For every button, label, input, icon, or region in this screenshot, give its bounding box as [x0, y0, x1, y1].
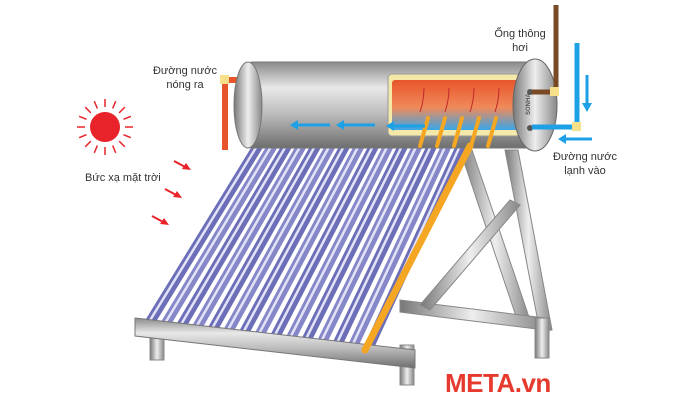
vent-pipe-label: Ống thông hơi	[485, 27, 555, 55]
sun-ray	[118, 106, 126, 114]
sun-ray	[123, 115, 132, 121]
sun-ray	[93, 100, 99, 109]
vacuum-tube-highlight	[349, 145, 447, 350]
tank-flow-arrows	[290, 120, 425, 131]
vacuum-tube-highlight	[163, 145, 273, 325]
sun-ray	[123, 133, 132, 139]
vacuum-tube-highlight	[256, 145, 360, 338]
solar-radiation-label: Bức xạ mặt trời	[85, 172, 161, 184]
hot-water-out-label-line2: nóng ra	[166, 79, 204, 91]
meta-vn-logo: META.vn	[445, 368, 551, 398]
vacuum-tube-highlight	[240, 145, 346, 336]
vent-pipe-label-line1: Ống thông	[494, 28, 546, 40]
storage-tank: SONHA	[233, 58, 558, 152]
sun-ray	[93, 145, 99, 154]
sun-ray	[78, 133, 87, 139]
cold-water-in-label: Đường nước lạnh vào	[545, 150, 625, 178]
sun-ray	[84, 140, 92, 148]
heat-pipes	[418, 116, 498, 148]
vacuum-tube-highlight	[287, 145, 389, 342]
radiation-arrows	[151, 160, 191, 225]
sun-ray	[84, 106, 92, 114]
cold-water-in-label-line1: Đường nước	[552, 151, 617, 163]
vacuum-tube-highlight	[178, 145, 288, 327]
hot-water-out-label: Đường nước nóng ra	[145, 64, 225, 92]
vacuum-tube-highlight	[209, 145, 317, 332]
vent-pipe-label-line2: hơi	[512, 42, 528, 54]
bottom-rail	[134, 317, 416, 369]
cold-flow-arrows	[558, 75, 592, 144]
tank-end-cap	[512, 58, 558, 152]
cold-joint	[572, 122, 581, 131]
vacuum-tube-highlight	[225, 145, 331, 334]
vacuum-tube-highlight	[147, 145, 259, 323]
vent-joint	[550, 87, 559, 96]
vacuum-tube-highlight	[333, 145, 433, 348]
cold-water-in-label-line2: lạnh vào	[564, 165, 606, 177]
sun-icon	[77, 99, 133, 155]
sun-ray	[111, 100, 117, 109]
vacuum-tube-highlight	[302, 145, 404, 344]
tank-brand: SONHA	[526, 93, 532, 115]
orange-heat-pipe	[361, 142, 474, 354]
hot-pipe-joint	[220, 75, 229, 84]
sun-ray	[118, 140, 126, 148]
heat-rise-arrows	[419, 87, 500, 113]
vacuum-tube-highlight	[194, 145, 302, 329]
sun-ray	[78, 115, 87, 121]
hot-water-out-label-line1: Đường nước	[152, 65, 217, 77]
vacuum-tube-highlight	[318, 145, 418, 346]
vacuum-tube-highlight	[271, 145, 375, 340]
sun-ray	[111, 145, 117, 154]
